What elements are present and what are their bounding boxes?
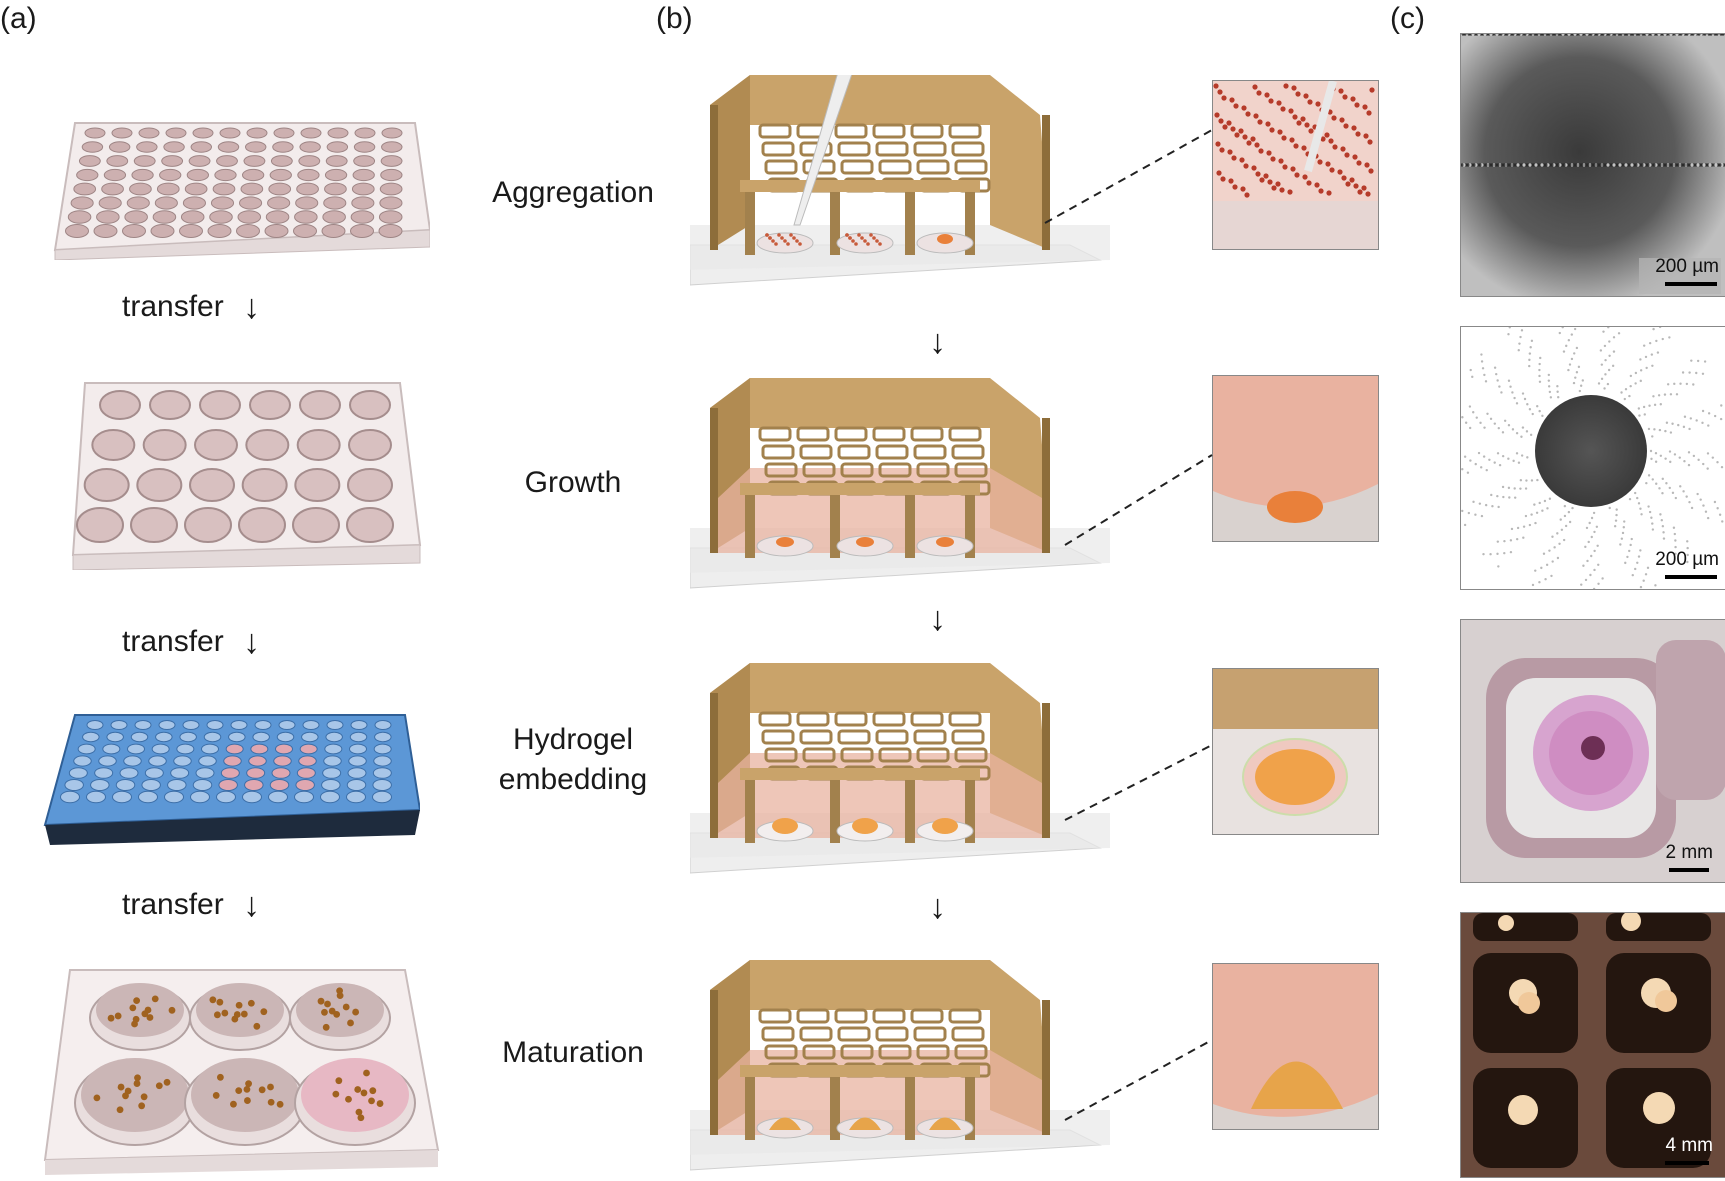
well-plate-24 xyxy=(65,375,425,570)
inset-growth xyxy=(1212,375,1379,542)
transfer-label-3: transfer xyxy=(122,888,224,921)
scale-bar-2 xyxy=(1665,575,1717,579)
micrograph-growth: 200 µm xyxy=(1460,326,1725,590)
step-label-growth: Growth xyxy=(524,466,622,499)
step-label-aggregation: Aggregation xyxy=(492,176,654,209)
device-aggregation xyxy=(690,75,1170,290)
down-arrow-icon: ↓ xyxy=(243,623,260,661)
step-label-hydrogel-embedding-text: Hydrogel embedding xyxy=(498,723,648,796)
down-arrow-icon: ↓ xyxy=(929,323,946,361)
transfer-label-1: transfer xyxy=(122,290,224,323)
down-arrow-icon: ↓ xyxy=(929,888,946,926)
panel-label-a: (a) xyxy=(0,2,37,35)
scale-bar-3 xyxy=(1669,868,1709,872)
transfer-label-2: transfer xyxy=(122,625,224,658)
scale-bar-label-2: 200 µm xyxy=(1655,549,1719,570)
photo-hydrogel: 2 mm xyxy=(1460,619,1725,883)
photo-maturation: 4 mm xyxy=(1460,912,1725,1178)
inset-aggregation xyxy=(1212,80,1379,250)
well-plate-6 xyxy=(40,965,440,1175)
down-arrow-icon: ↓ xyxy=(243,288,260,326)
scale-bar-1 xyxy=(1665,282,1717,286)
step-label-hydrogel-embedding: Hydrogel embedding xyxy=(458,720,688,800)
well-plate-96 xyxy=(35,115,430,260)
panel-label-b: (b) xyxy=(656,2,693,35)
down-arrow-icon: ↓ xyxy=(929,600,946,638)
device-hydrogel xyxy=(690,663,1170,878)
device-maturation xyxy=(690,960,1170,1175)
scale-bar-label-4: 4 mm xyxy=(1665,1135,1714,1156)
scale-bar-label-3: 2 mm xyxy=(1665,842,1714,863)
micrograph-aggregation: 200 µm xyxy=(1460,33,1725,297)
inset-hydrogel xyxy=(1212,668,1379,835)
scale-bar-4 xyxy=(1665,1161,1709,1165)
printed-plate-blue xyxy=(40,710,420,845)
down-arrow-icon: ↓ xyxy=(243,886,260,924)
inset-maturation xyxy=(1212,963,1379,1130)
panel-label-c: (c) xyxy=(1390,2,1425,35)
scale-bar-label-1: 200 µm xyxy=(1655,256,1719,277)
step-label-maturation: Maturation xyxy=(502,1036,644,1069)
device-growth xyxy=(690,378,1170,593)
